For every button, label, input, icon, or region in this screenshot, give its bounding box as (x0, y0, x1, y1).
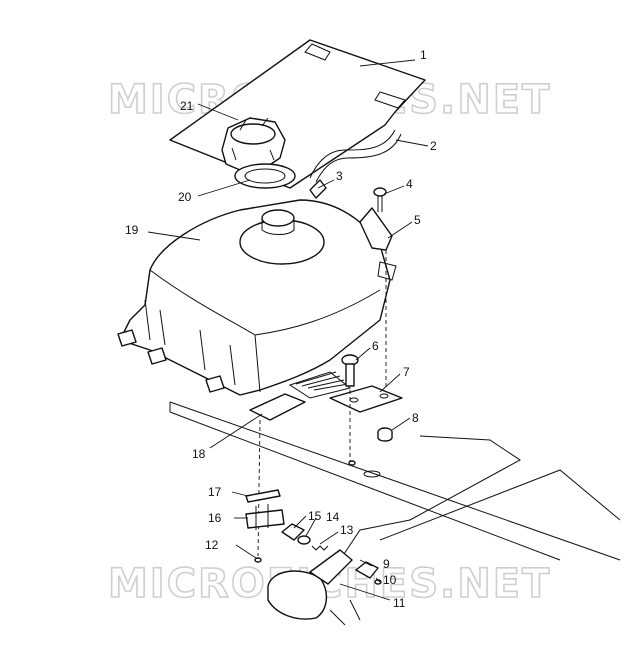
part-21-fuel-cap (221, 117, 286, 171)
callout-1: 1 (420, 48, 427, 62)
leader-lines (147, 59, 429, 601)
part-19-fuel-tank (117, 199, 397, 399)
frame (169, 401, 621, 626)
part-18-pad (249, 393, 306, 421)
callout-8: 8 (412, 411, 419, 425)
callouts: 1 2 3 4 5 6 7 8 9 10 11 12 13 14 15 16 1… (125, 48, 437, 610)
callout-14: 14 (326, 510, 340, 524)
part-17-plate (245, 489, 281, 503)
part-11-lever (267, 549, 353, 620)
callout-15: 15 (308, 509, 322, 523)
part-4-bolt (373, 187, 387, 212)
part-2-vent-hose (309, 129, 402, 183)
callout-21: 21 (180, 99, 194, 113)
callout-13: 13 (340, 523, 354, 537)
callout-7: 7 (403, 365, 410, 379)
callout-20: 20 (178, 190, 192, 204)
callout-12: 12 (205, 538, 219, 552)
callout-18: 18 (192, 447, 206, 461)
part-8-grommet (377, 427, 393, 442)
mount-hole (348, 460, 356, 466)
part-5-bracket (359, 207, 393, 251)
callout-11: 11 (393, 596, 406, 610)
callout-9: 9 (383, 557, 390, 571)
part-6-bolt (341, 354, 359, 387)
part-13-spring (311, 545, 329, 551)
callout-5: 5 (414, 213, 421, 227)
callout-2: 2 (430, 139, 437, 153)
callout-17: 17 (208, 485, 222, 499)
callout-4: 4 (406, 177, 413, 191)
callout-6: 6 (372, 339, 379, 353)
part-9-knob (355, 561, 379, 579)
part-16-fuel-valve (245, 504, 285, 530)
callout-16: 16 (208, 511, 222, 525)
part-3-vent-fitting (309, 179, 327, 199)
callout-19: 19 (125, 223, 139, 237)
part-12-screw (254, 557, 262, 563)
part-15-fitting (281, 523, 305, 541)
part-20-cap-gasket (234, 163, 296, 189)
callout-3: 3 (336, 169, 343, 183)
callout-10: 10 (383, 573, 397, 587)
mounting-lines (257, 250, 387, 557)
part-1-heat-shield (169, 39, 426, 189)
part-14-seal (297, 535, 311, 545)
